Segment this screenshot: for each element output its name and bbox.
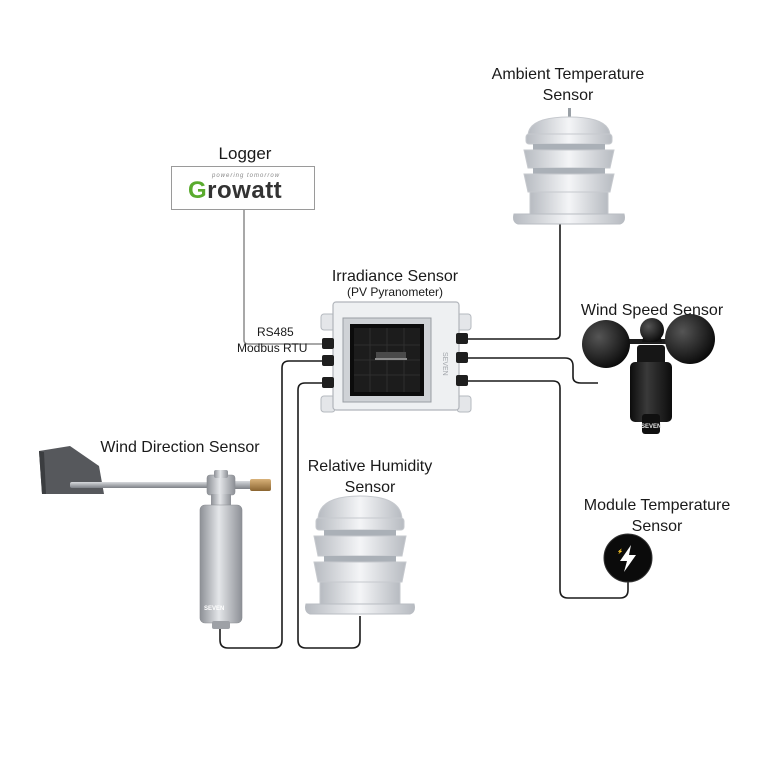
logger-cable [243,210,326,345]
cables [219,223,629,649]
wind-direction-label: Wind Direction Sensor [100,439,260,456]
logo-tagline: powering tomorrow [212,173,281,179]
lightning-bolt-icon [620,545,636,572]
cable-module-temperature [466,380,629,599]
cable-relative-humidity [297,382,361,649]
irradiance-sensor-sublabel: (PV Pyranometer) [346,285,444,299]
modbus-rtu-label: Modbus RTU [237,341,308,355]
growatt-logger: powering tomorrow Growatt [171,166,315,210]
irradiance-brand-mark: SEVEN [441,352,448,376]
cable-wind-direction [219,360,326,649]
module-temperature-sensor: ⚡ [603,533,653,583]
logger-label: Logger [218,144,272,163]
cable-ambient-temperature [466,223,561,340]
irradiance-sensor-label: Irradiance Sensor [331,268,459,285]
wind-direction-sensor: SEVEN [39,446,271,629]
svg-text:⚡: ⚡ [617,548,623,555]
cable-wind-speed [466,357,598,384]
module-temperature-label: Module Temperature Sensor [583,497,731,535]
rs485-label: RS485 [257,325,294,339]
wind-speed-label: Wind Speed Sensor [580,302,724,319]
wind-speed-sensor: SEVEN [582,314,715,434]
ambient-temperature-sensor [513,108,625,225]
wind-direction-brand-mark: SEVEN [204,606,224,612]
relative-humidity-sensor [305,495,415,615]
ambient-temperature-label: Ambient Temperature Sensor [491,66,645,104]
irradiance-sensor: SEVEN [320,301,472,413]
relative-humidity-label: Relative Humidity Sensor [307,458,433,496]
wind-speed-brand-mark: SEVEN [641,424,661,430]
growatt-logo: Growatt [188,177,283,204]
